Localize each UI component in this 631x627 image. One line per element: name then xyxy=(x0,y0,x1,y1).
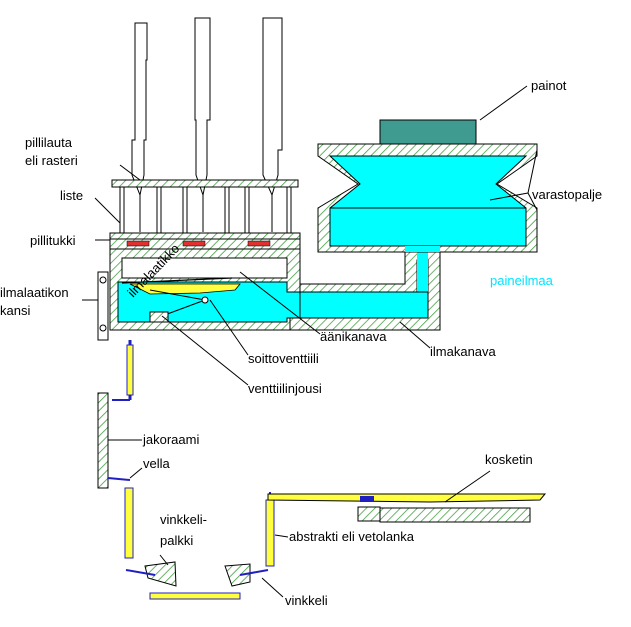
label-ilmalaatikon-1: ilmalaatikon xyxy=(0,285,69,300)
label-paineilmaa: paineilmaa xyxy=(490,273,554,288)
label-jakoraami: jakoraami xyxy=(142,432,199,447)
label-pillitukki: pillitukki xyxy=(30,233,76,248)
organ-pipes xyxy=(131,17,283,232)
pipe-rack xyxy=(109,179,301,240)
label-ilmakanava: ilmakanava xyxy=(430,344,497,359)
label-vella: vella xyxy=(143,456,171,471)
air-duct xyxy=(289,249,441,331)
label-pillilauta-1: pillilauta xyxy=(25,135,73,150)
label-vinkkelipalkki-1: vinkkeli- xyxy=(160,512,207,527)
label-varastopalje: varastopalje xyxy=(532,187,602,202)
pipe-right xyxy=(262,17,283,197)
label-ilmalaatikon-2: kansi xyxy=(0,303,30,318)
toe-board xyxy=(109,238,301,250)
label-venttiilinjousi: venttiilinjousi xyxy=(248,381,322,396)
label-vinkkeli: vinkkeli xyxy=(285,593,328,608)
pipe-left xyxy=(131,22,148,197)
leader-lines xyxy=(82,85,538,598)
label-pillilauta-2: eli rasteri xyxy=(25,153,78,168)
pipe-middle xyxy=(194,17,211,197)
tracker-linkage xyxy=(97,340,275,600)
reservoir-bellows xyxy=(317,119,538,253)
label-abstrakti: abstrakti eli vetolanka xyxy=(289,529,415,544)
label-painot: painot xyxy=(531,78,567,93)
label-soittoventtiili: soittoventtiili xyxy=(248,351,319,366)
organ-key xyxy=(267,493,547,523)
label-aanikanava: äänikanava xyxy=(320,329,387,344)
label-liste: liste xyxy=(60,188,83,203)
label-vinkkelipalkki-2: palkki xyxy=(160,533,193,548)
label-kosketin: kosketin xyxy=(485,452,533,467)
